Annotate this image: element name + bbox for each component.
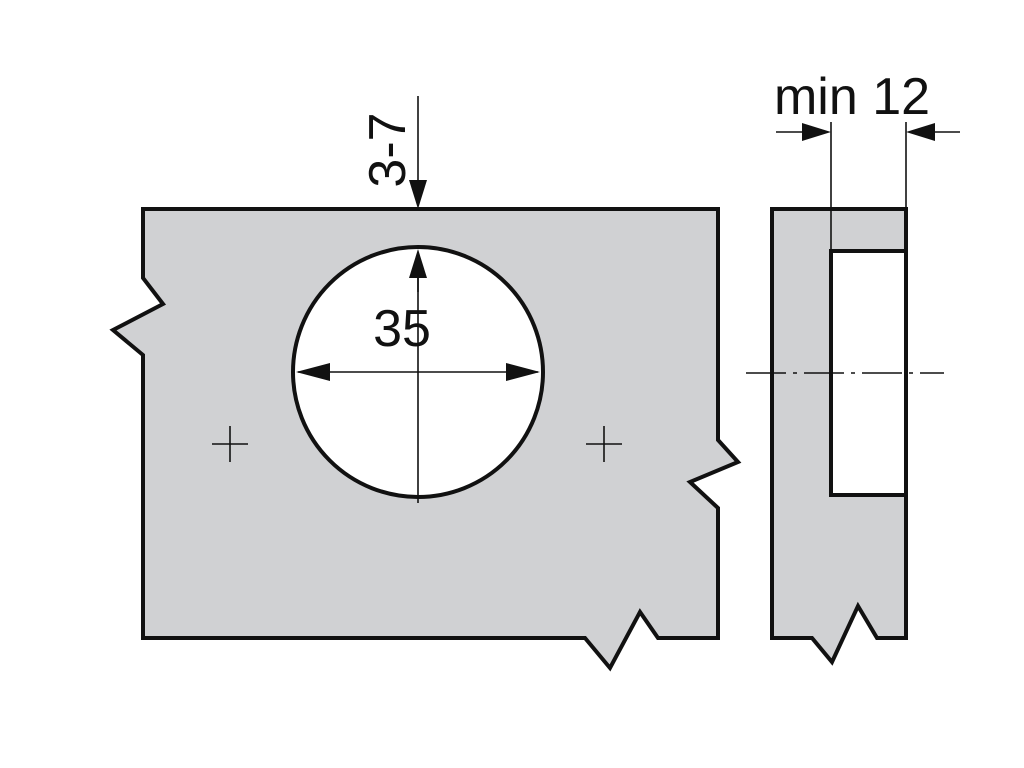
min-arrow-left <box>802 123 831 141</box>
edge-arrow-down <box>409 180 427 209</box>
screw-hole-mark-right <box>586 426 622 462</box>
hole-diameter-label: 35 <box>373 300 431 358</box>
front-view: 35 3-7 <box>109 96 742 672</box>
min-arrow-right <box>906 123 935 141</box>
min-thickness-label: min 12 <box>774 68 930 126</box>
edge-arrow-up <box>409 249 427 278</box>
side-view: min 12 <box>746 68 960 666</box>
edge-distance-label: 3-7 <box>359 112 417 187</box>
edge-distance-dimension: 3-7 <box>359 96 427 292</box>
diameter-arrow-left <box>296 363 330 381</box>
min-depth-dimension: min 12 <box>774 68 960 251</box>
screw-hole-mark-left <box>212 426 248 462</box>
diameter-arrow-right <box>506 363 540 381</box>
diameter-dimension: 35 <box>296 300 540 381</box>
